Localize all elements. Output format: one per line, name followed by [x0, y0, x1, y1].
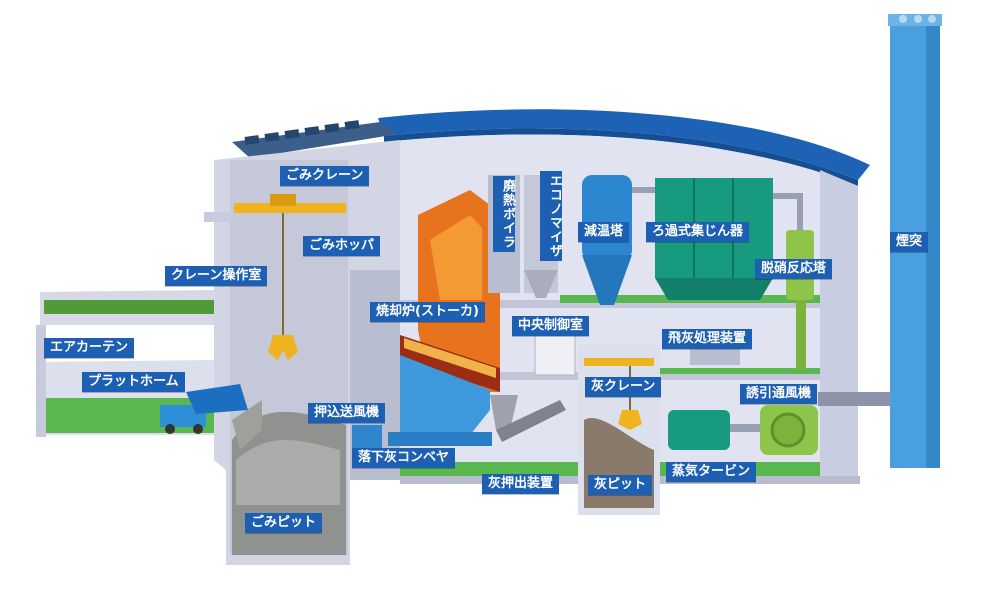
label-central-control-room: 中央制御室 [512, 316, 590, 336]
cooling-tower-body [582, 175, 632, 260]
solar-panels [244, 120, 360, 145]
turbine-shaft [730, 424, 760, 432]
incinerator-flame [430, 215, 482, 300]
label-push-blower: 押込送風機 [308, 403, 386, 423]
label-crane-operation-room: クレーン操作室 [165, 266, 268, 286]
label-air-curtain: エアカーテン [44, 338, 135, 358]
label-platform: プラットホーム [82, 372, 185, 392]
economizer-cone [524, 270, 558, 298]
control-room [534, 329, 576, 376]
label-incinerator: 焼却炉(ストーカ) [370, 302, 485, 322]
cooling-tower-cone [582, 255, 632, 305]
label-cooling-tower: 減温塔 [578, 222, 630, 242]
label-bag-filter: ろ過式集じん器 [646, 222, 750, 242]
ash-extruder [490, 395, 518, 430]
label-falling-ash-conveyor: 落下灰コンベヤ [352, 448, 456, 468]
chimney-flue-1 [899, 15, 907, 23]
steam-turbine [668, 410, 730, 450]
main-roof-edge [384, 128, 858, 186]
ash-crane-girder [584, 358, 654, 366]
label-ash-crane: 灰クレーン [585, 377, 662, 397]
small-ledge [204, 212, 232, 222]
duct-2 [773, 193, 803, 230]
platform-wall-left [36, 325, 46, 437]
label-steam-turbine: 蒸気タービン [666, 462, 757, 482]
ash-extruder-conveyor [496, 400, 566, 442]
label-economizer: エコノマイザ [540, 171, 562, 261]
label-ash-pit: 灰ピット [588, 475, 653, 495]
crane-girder [234, 203, 346, 213]
floor-green-2 [660, 368, 820, 374]
induced-fan-wheel [770, 412, 806, 448]
denitration-pipe [796, 300, 806, 370]
fly-ash-equipment [690, 345, 740, 365]
label-induced-draft-fan: 誘引通風機 [740, 384, 818, 404]
garbage-pile-light [236, 440, 340, 505]
label-fly-ash-treatment: 飛灰処理装置 [662, 329, 753, 349]
stoker-fire [404, 338, 496, 378]
right-side-wall [820, 170, 858, 480]
label-denitration-tower: 脱硝反応塔 [755, 259, 833, 279]
truck-dump-bed [186, 384, 248, 414]
label-ash-extruder: 灰押出装置 [482, 474, 560, 494]
main-roof [378, 109, 870, 180]
flue-duct [818, 392, 892, 406]
chimney-flue-2 [914, 15, 922, 23]
chimney-flue-3 [928, 15, 936, 23]
garden-plants [44, 300, 214, 314]
bag-filter-hoppers [655, 278, 773, 300]
label-waste-heat-boiler: 廃熱ボイラ [493, 176, 515, 252]
label-garbage-pit: ごみピット [245, 513, 323, 533]
truck-wheel-back [193, 424, 203, 434]
ash-crane-grab [618, 410, 642, 430]
truck-wheel-front [165, 424, 175, 434]
garbage-falling [232, 400, 262, 450]
label-garbage-crane: ごみクレーン [280, 166, 370, 186]
bunker-roof [232, 122, 398, 158]
crane-grab [268, 335, 298, 360]
ash-hoppers [400, 355, 490, 435]
push-blower-body [352, 425, 382, 451]
chimney-shade [926, 22, 940, 468]
label-chimney: 煙突 [890, 232, 929, 252]
crane-trolley [270, 194, 296, 206]
ash-conveyor [388, 432, 492, 446]
label-garbage-hopper: ごみホッパ [303, 236, 381, 256]
